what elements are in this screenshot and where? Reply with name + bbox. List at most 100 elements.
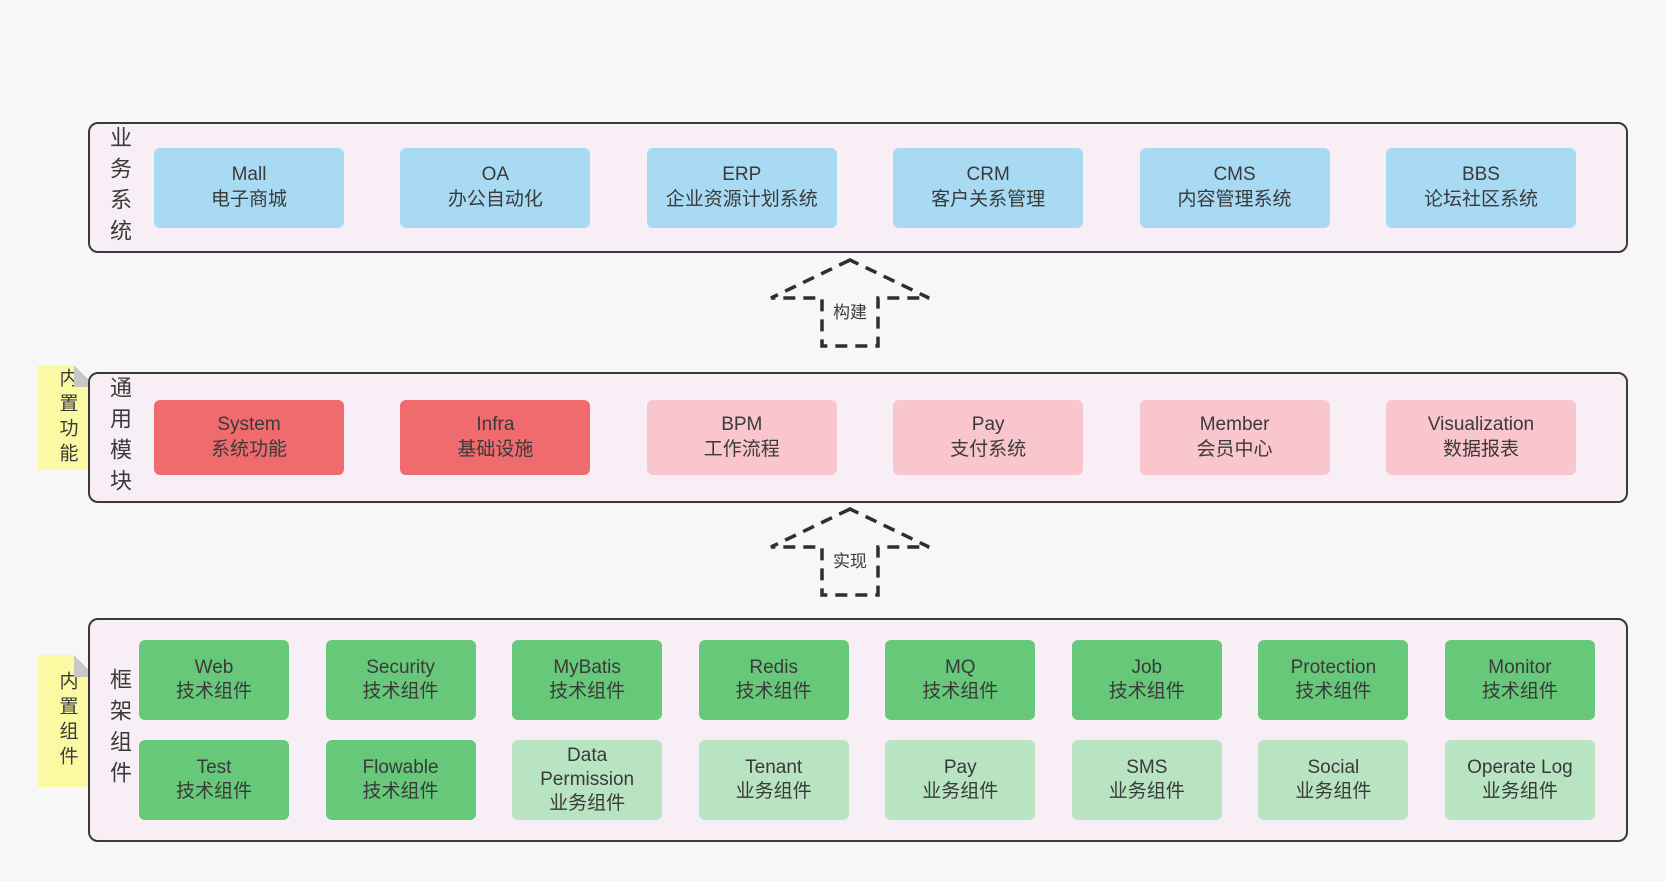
box-subtitle: 技术组件 [175,681,252,702]
box-title: BBS [1461,164,1500,186]
box-title: Redis [749,656,798,678]
business-boxes-row: Mall 电子商城 OA 办公自动化 ERP 企业资源计划系统 CRM 客户关系… [154,124,1576,251]
box-subtitle: 内容管理系统 [1177,188,1292,210]
box-member: Member 会员中心 [1139,400,1330,475]
box-title: Protection [1290,656,1377,678]
box-subtitle: 业务组件 [1481,781,1558,802]
box-title: SMS [1126,756,1168,778]
box-subtitle: 系统功能 [210,438,287,460]
box-subtitle: 技术组件 [735,681,812,702]
box-title: Member [1199,414,1270,436]
box-subtitle: 业务组件 [922,781,999,802]
layer-side-label: 框架组件 [107,668,132,792]
box-mall: Mall 电子商城 [154,147,344,228]
box-web: Web 技术组件 [139,640,289,720]
box-erp: ERP 企业资源计划系统 [646,147,837,228]
box-redis: Redis 技术组件 [698,640,849,720]
box-title: Social [1307,756,1360,778]
box-tenant: Tenant 业务组件 [698,740,849,820]
layer-framework-components: 框架组件 Web 技术组件 Security 技术组件 MyBatis 技术组件… [88,618,1628,842]
component-row-1: Web 技术组件 Security 技术组件 MyBatis 技术组件 Redi… [139,640,1595,720]
box-test: Test 技术组件 [139,740,289,820]
box-subtitle: 技术组件 [1108,681,1185,702]
box-job: Job 技术组件 [1071,640,1222,720]
box-title: Job [1131,656,1163,678]
box-subtitle: 技术组件 [362,781,439,802]
box-subtitle: 工作流程 [703,438,780,460]
box-title: Monitor [1488,656,1552,678]
box-subtitle: 业务组件 [1295,781,1372,802]
box-title: ERP [722,164,762,186]
box-subtitle: 基础设施 [457,438,534,460]
arrow-label-implement: 实现 [830,547,870,572]
box-title: Data Permission [540,744,635,790]
box-operate-log: Operate Log 业务组件 [1444,740,1595,820]
box-subtitle: 业务组件 [735,781,812,802]
box-title: CRM [966,164,1010,186]
sticky-note-builtin-components: 内置组件 [38,655,96,787]
box-subtitle: 电子商城 [210,188,287,210]
sticky-note-label: 内置功能 [56,367,78,468]
implement-arrow-up-icon: 实现 [765,506,935,598]
box-subtitle: 业务组件 [1108,781,1185,802]
box-social: Social 业务组件 [1258,740,1409,820]
box-system: System 系统功能 [154,400,344,475]
box-subtitle: 业务组件 [549,793,626,815]
box-title: Operate Log [1467,756,1573,778]
box-subtitle: 技术组件 [175,781,252,802]
box-cms: CMS 内容管理系统 [1139,147,1330,228]
box-title: Tenant [745,756,803,778]
box-title: Pay [971,414,1005,436]
box-subtitle: 支付系统 [950,438,1027,460]
box-data-permission: Data Permission 业务组件 [512,740,663,820]
layer-side-label: 业务系统 [107,125,132,250]
box-pay-module: Pay 支付系统 [893,400,1084,475]
box-title: MyBatis [553,656,621,678]
box-subtitle: 企业资源计划系统 [665,188,818,210]
box-visualization: Visualization 数据报表 [1385,400,1576,475]
box-mq: MQ 技术组件 [885,640,1036,720]
box-monitor: Monitor 技术组件 [1444,640,1595,720]
box-flowable: Flowable 技术组件 [325,740,476,820]
box-title: OA [481,164,510,186]
box-subtitle: 技术组件 [362,681,439,702]
box-title: MQ [944,656,976,678]
box-subtitle: 技术组件 [549,681,626,702]
box-mybatis: MyBatis 技术组件 [512,640,663,720]
build-arrow-up-icon: 构建 [765,257,935,349]
box-sms: SMS 业务组件 [1071,740,1222,820]
box-title: Flowable [362,756,439,778]
box-title: Visualization [1427,414,1535,436]
box-protection: Protection 技术组件 [1258,640,1409,720]
sticky-note-builtin-features: 内置功能 [38,365,96,470]
box-bbs: BBS 论坛社区系统 [1385,147,1576,228]
box-crm: CRM 客户关系管理 [893,147,1084,228]
box-subtitle: 数据报表 [1442,438,1519,460]
box-subtitle: 会员中心 [1196,438,1273,460]
arrow-label-build: 构建 [830,298,870,323]
box-pay-component: Pay 业务组件 [885,740,1036,820]
component-row-2: Test 技术组件 Flowable 技术组件 Data Permission … [139,740,1595,820]
box-title: CMS [1213,164,1256,186]
layer-side-label: 通用模块 [107,375,132,500]
layer-business-systems: 业务系统 Mall 电子商城 OA 办公自动化 ERP 企业资源计划系统 CRM… [88,122,1628,253]
box-title: Pay [943,756,977,778]
box-title: System [217,414,281,436]
box-subtitle: 技术组件 [922,681,999,702]
box-subtitle: 技术组件 [1481,681,1558,702]
component-boxes-grid: Web 技术组件 Security 技术组件 MyBatis 技术组件 Redi… [139,620,1595,840]
box-subtitle: 技术组件 [1295,681,1372,702]
box-title: Security [366,656,435,678]
sticky-note-label: 内置组件 [56,671,78,771]
box-oa: OA 办公自动化 [400,147,591,228]
box-subtitle: 办公自动化 [447,188,543,210]
box-security: Security 技术组件 [325,640,476,720]
box-subtitle: 论坛社区系统 [1423,188,1538,210]
box-infra: Infra 基础设施 [400,400,591,475]
layer-common-modules: 通用模块 System 系统功能 Infra 基础设施 BPM 工作流程 Pay… [88,372,1628,503]
box-subtitle: 客户关系管理 [931,188,1046,210]
box-title: Web [194,656,234,678]
module-boxes-row: System 系统功能 Infra 基础设施 BPM 工作流程 Pay 支付系统… [154,374,1576,501]
box-title: Test [196,756,232,778]
